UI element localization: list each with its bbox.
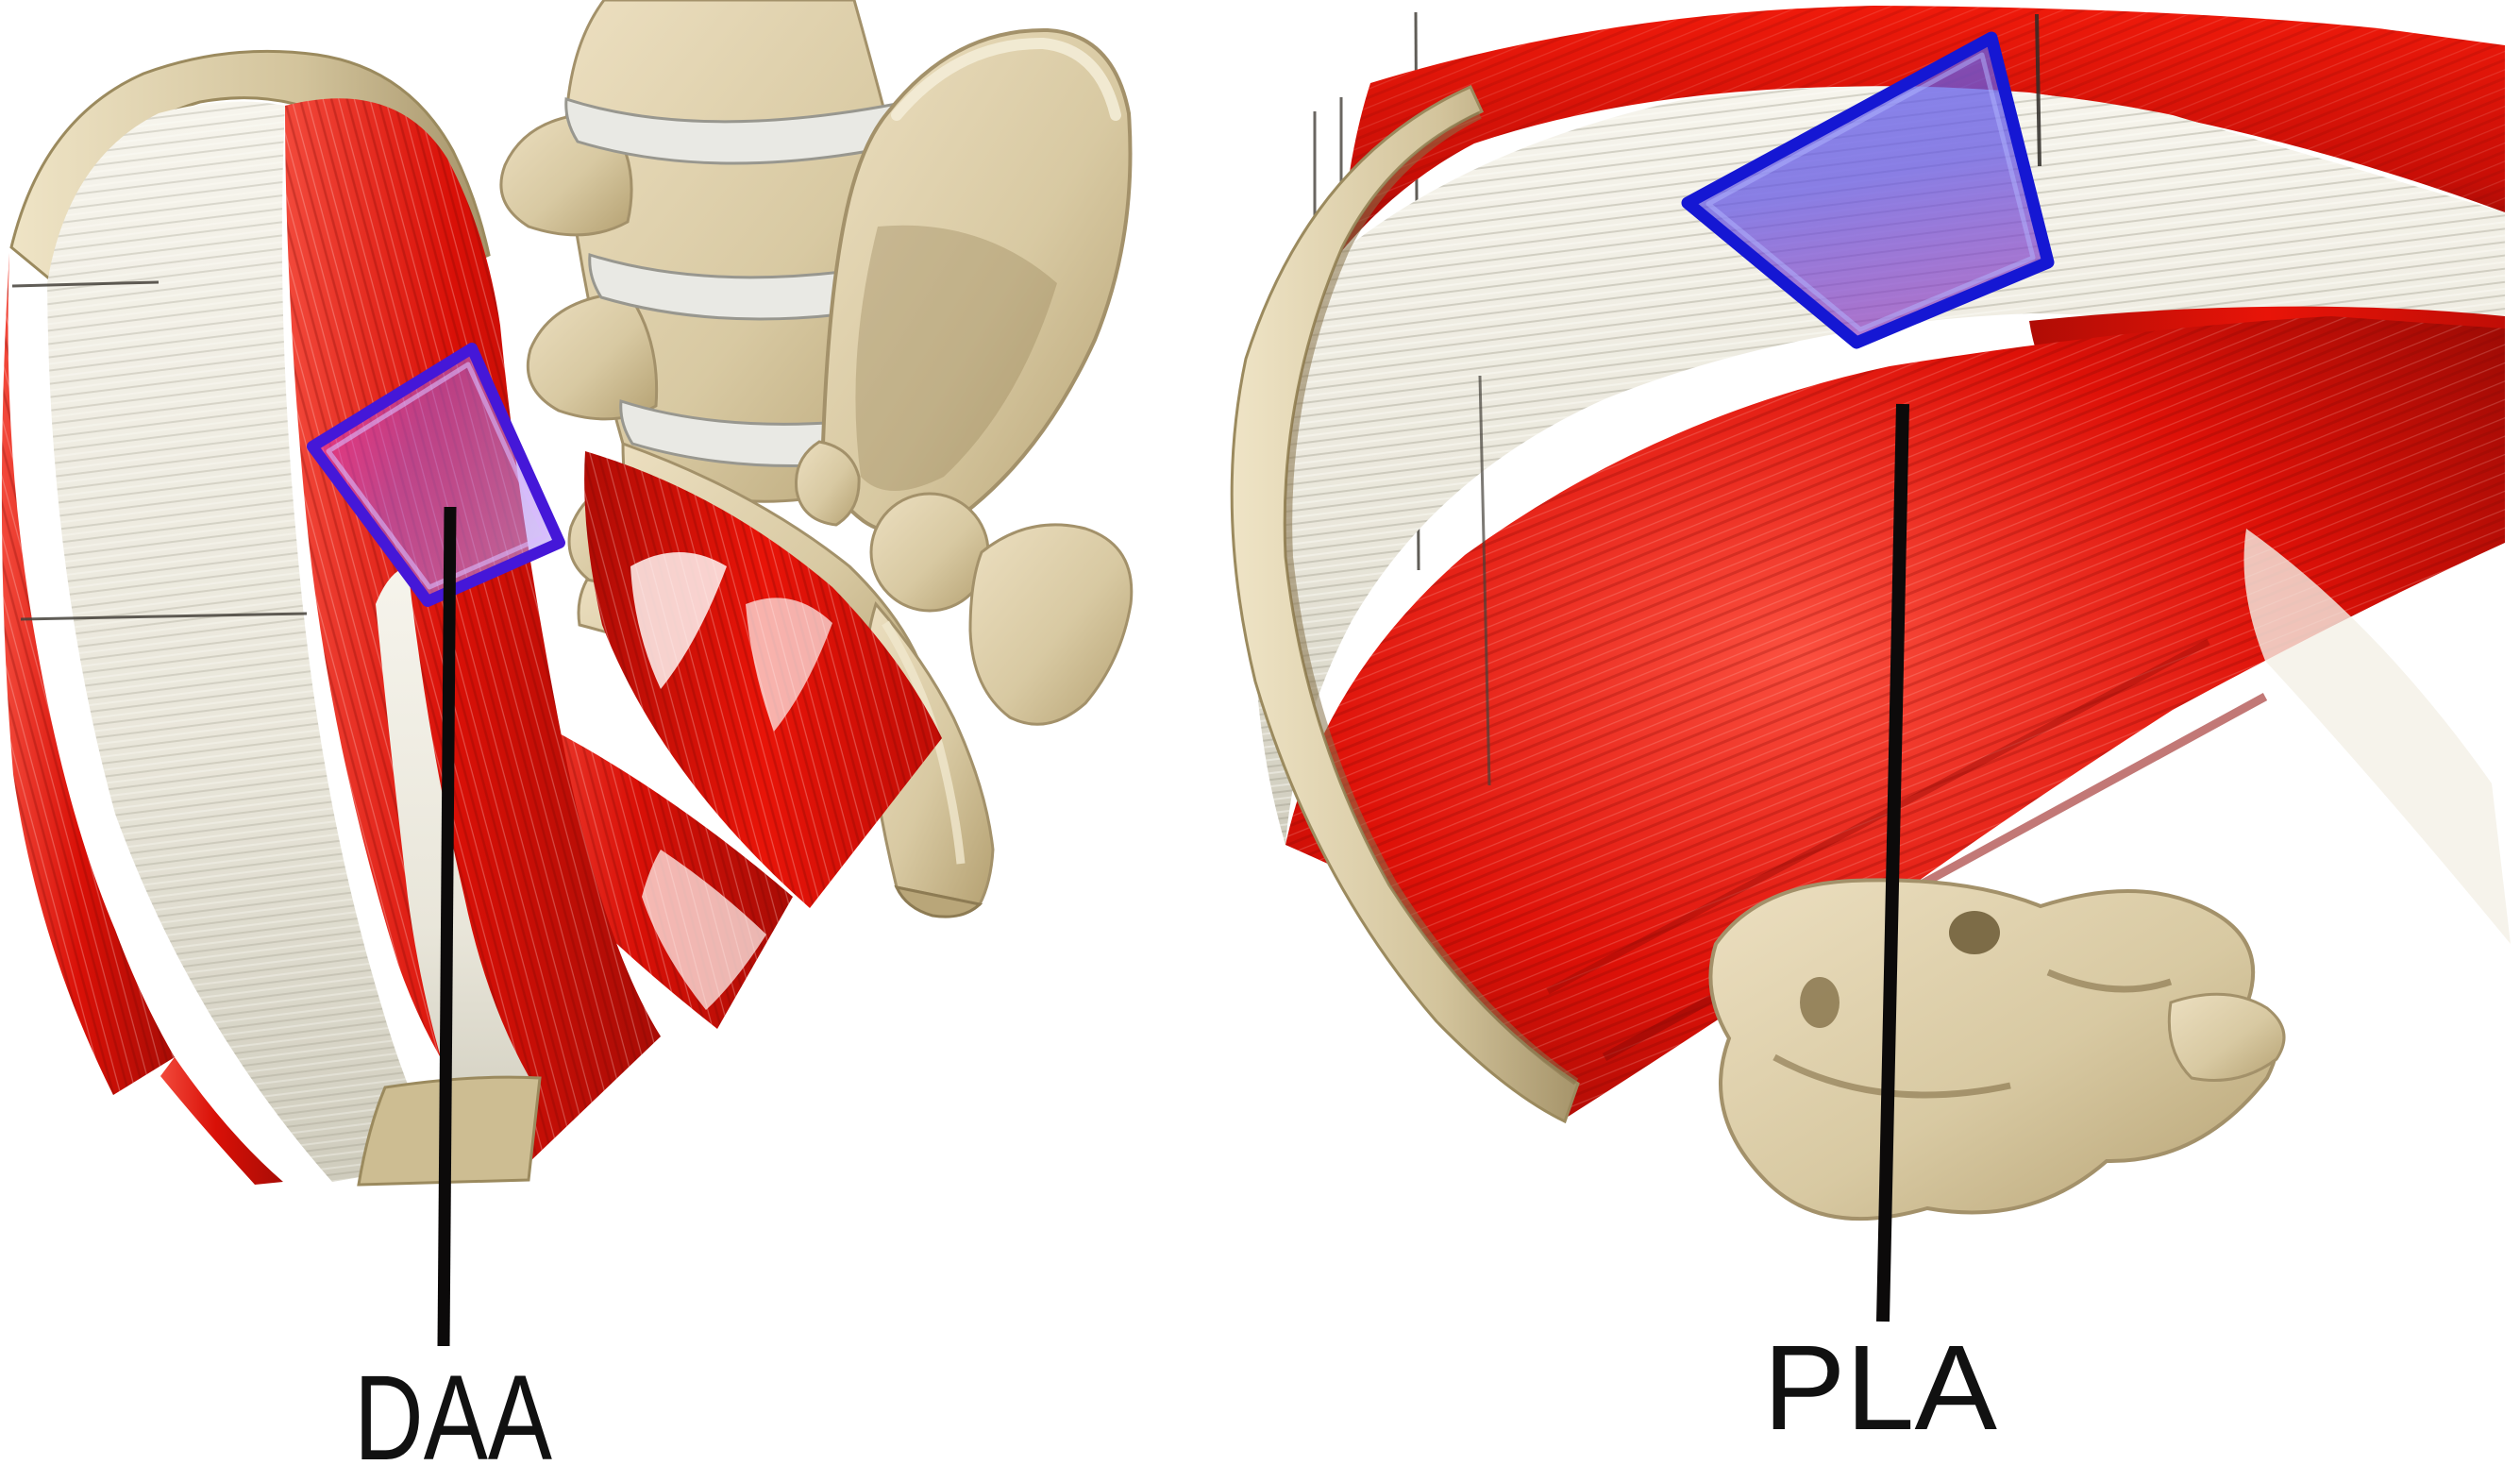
daa-region-overlay [307, 343, 565, 607]
adductor-white-tendon [642, 850, 766, 1010]
coccyx-knob [2167, 992, 2286, 1082]
daa-roi-inner-edge [326, 362, 548, 590]
tensor-fasciae-latae-group [1, 49, 661, 1187]
femoral-head [869, 492, 990, 613]
pla-roi-border [1681, 31, 2055, 349]
left-panel-anterior-view: DAA [1, 0, 1134, 1482]
white-fibrous-texture [47, 101, 444, 1182]
daa-label: DAA [354, 1351, 552, 1482]
ilium-inner-shadow [855, 225, 1057, 491]
pla-roi-inner-edge [1705, 52, 2036, 332]
pla-roi-fill [1688, 38, 2048, 343]
pla-label: PLA [1763, 1321, 1998, 1456]
asis-bump [795, 440, 861, 527]
pla-pointer-line [1876, 403, 1909, 1322]
iliac-wing [795, 27, 1133, 535]
sacrum-coccyx [1708, 878, 2286, 1221]
femur-cut-end [894, 884, 983, 918]
reference-line-left-upper [11, 280, 160, 288]
iliacus-white-sheen-1 [630, 552, 727, 689]
reference-line-right-e [2035, 13, 2041, 167]
reference-line-right-d [1478, 375, 1491, 786]
rim-inner-shadow [1285, 111, 1579, 1086]
gluteal-aponeurosis-texture [1253, 86, 2505, 846]
greater-trochanter [968, 523, 1134, 726]
pla-region-overlay [1681, 31, 2055, 349]
iliacus-white-sheen-2 [746, 598, 832, 732]
femur-highlight [882, 620, 966, 865]
muscle-bottom-red-tip [160, 1057, 283, 1185]
reference-line-left-lower [20, 612, 308, 621]
transverse-process-2 [526, 291, 659, 421]
daa-roi-border [307, 343, 565, 607]
gluteus-top-band-texture [1340, 6, 2505, 253]
daa-pointer-line [437, 506, 457, 1347]
ilium-plate [820, 27, 1133, 535]
fascia-wisp-lower-right [2243, 529, 2511, 944]
right-panel-lateral-view: PLA [1230, 6, 2511, 1456]
iliac-crest-highlight [891, 37, 1121, 121]
deep-hip-muscles [510, 451, 942, 1029]
red-medial-mass-texture [285, 98, 661, 1164]
sacrum-body [1708, 878, 2280, 1221]
red-lateral-strip-texture [1, 253, 176, 1095]
sacral-foramen-1 [1949, 911, 2000, 954]
sacral-foramen-2 [1800, 977, 1840, 1028]
belly-fold-shadow-2 [1546, 638, 2210, 995]
